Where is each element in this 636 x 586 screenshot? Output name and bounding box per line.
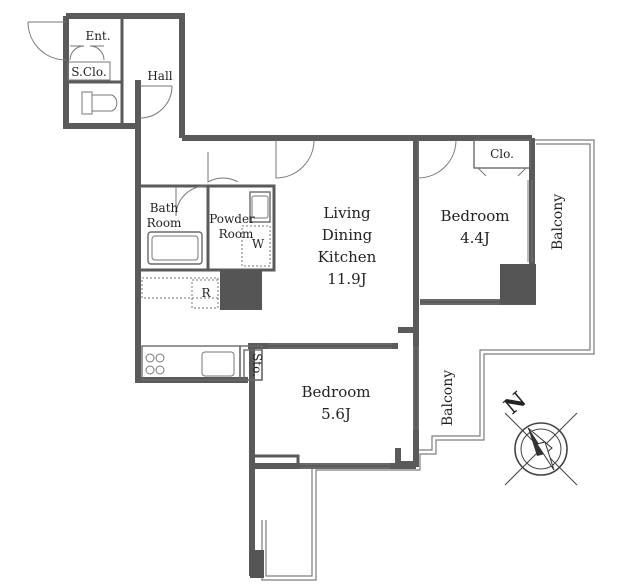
bedroom-small-label: Bedroom: [441, 207, 510, 225]
entrance-label: Ent.: [85, 29, 110, 43]
closet-doors: [69, 45, 105, 61]
exterior-walls: [63, 13, 536, 576]
bedroom-small-door: [417, 139, 457, 179]
bedroom-wall-notch: [254, 454, 300, 466]
pillar-bedroom: [500, 264, 536, 304]
storage-box: [243, 349, 263, 381]
ldk-label-1: Living: [323, 204, 371, 222]
fridge-label: R: [201, 286, 211, 300]
bedroom-large-size: 5.6J: [321, 405, 351, 423]
compass-north-label: N: [499, 387, 531, 420]
toilet: [81, 91, 118, 115]
hall-door: [139, 85, 173, 119]
balcony-outline: [261, 139, 595, 581]
ldk-label-3: Kitchen: [318, 248, 377, 266]
pillar: [220, 270, 262, 310]
fridge-box: [191, 279, 219, 309]
hall-label: Hall: [147, 69, 172, 83]
windows: [268, 180, 533, 469]
shoe-closet-label: S.Clo.: [71, 65, 106, 79]
closet-box: [473, 139, 531, 177]
powder-label-1: Powder: [209, 212, 255, 226]
closet-label: Clo.: [490, 147, 514, 161]
pillar-bottom: [250, 550, 264, 578]
bedroom-small-size: 4.4J: [460, 229, 490, 247]
bath-label-1: Bath: [150, 201, 179, 215]
bath-label-2: Room: [147, 216, 182, 230]
shoe-closet-box: [67, 61, 111, 81]
ldk-size: 11.9J: [327, 270, 366, 288]
entrance-door: [27, 21, 67, 61]
powder-label-2: Room: [219, 227, 254, 241]
balcony-middle-label: Balcony: [440, 370, 456, 426]
storage-label: Sto.: [250, 353, 264, 377]
washer-label: W: [252, 237, 265, 251]
bedroom-large-label: Bedroom: [302, 383, 371, 401]
compass: N: [499, 387, 578, 486]
ldk-label-2: Dining: [322, 226, 373, 244]
ldk-door: [275, 139, 315, 179]
balcony-right-label: Balcony: [550, 194, 566, 250]
bath-powder-walls: [140, 152, 276, 272]
